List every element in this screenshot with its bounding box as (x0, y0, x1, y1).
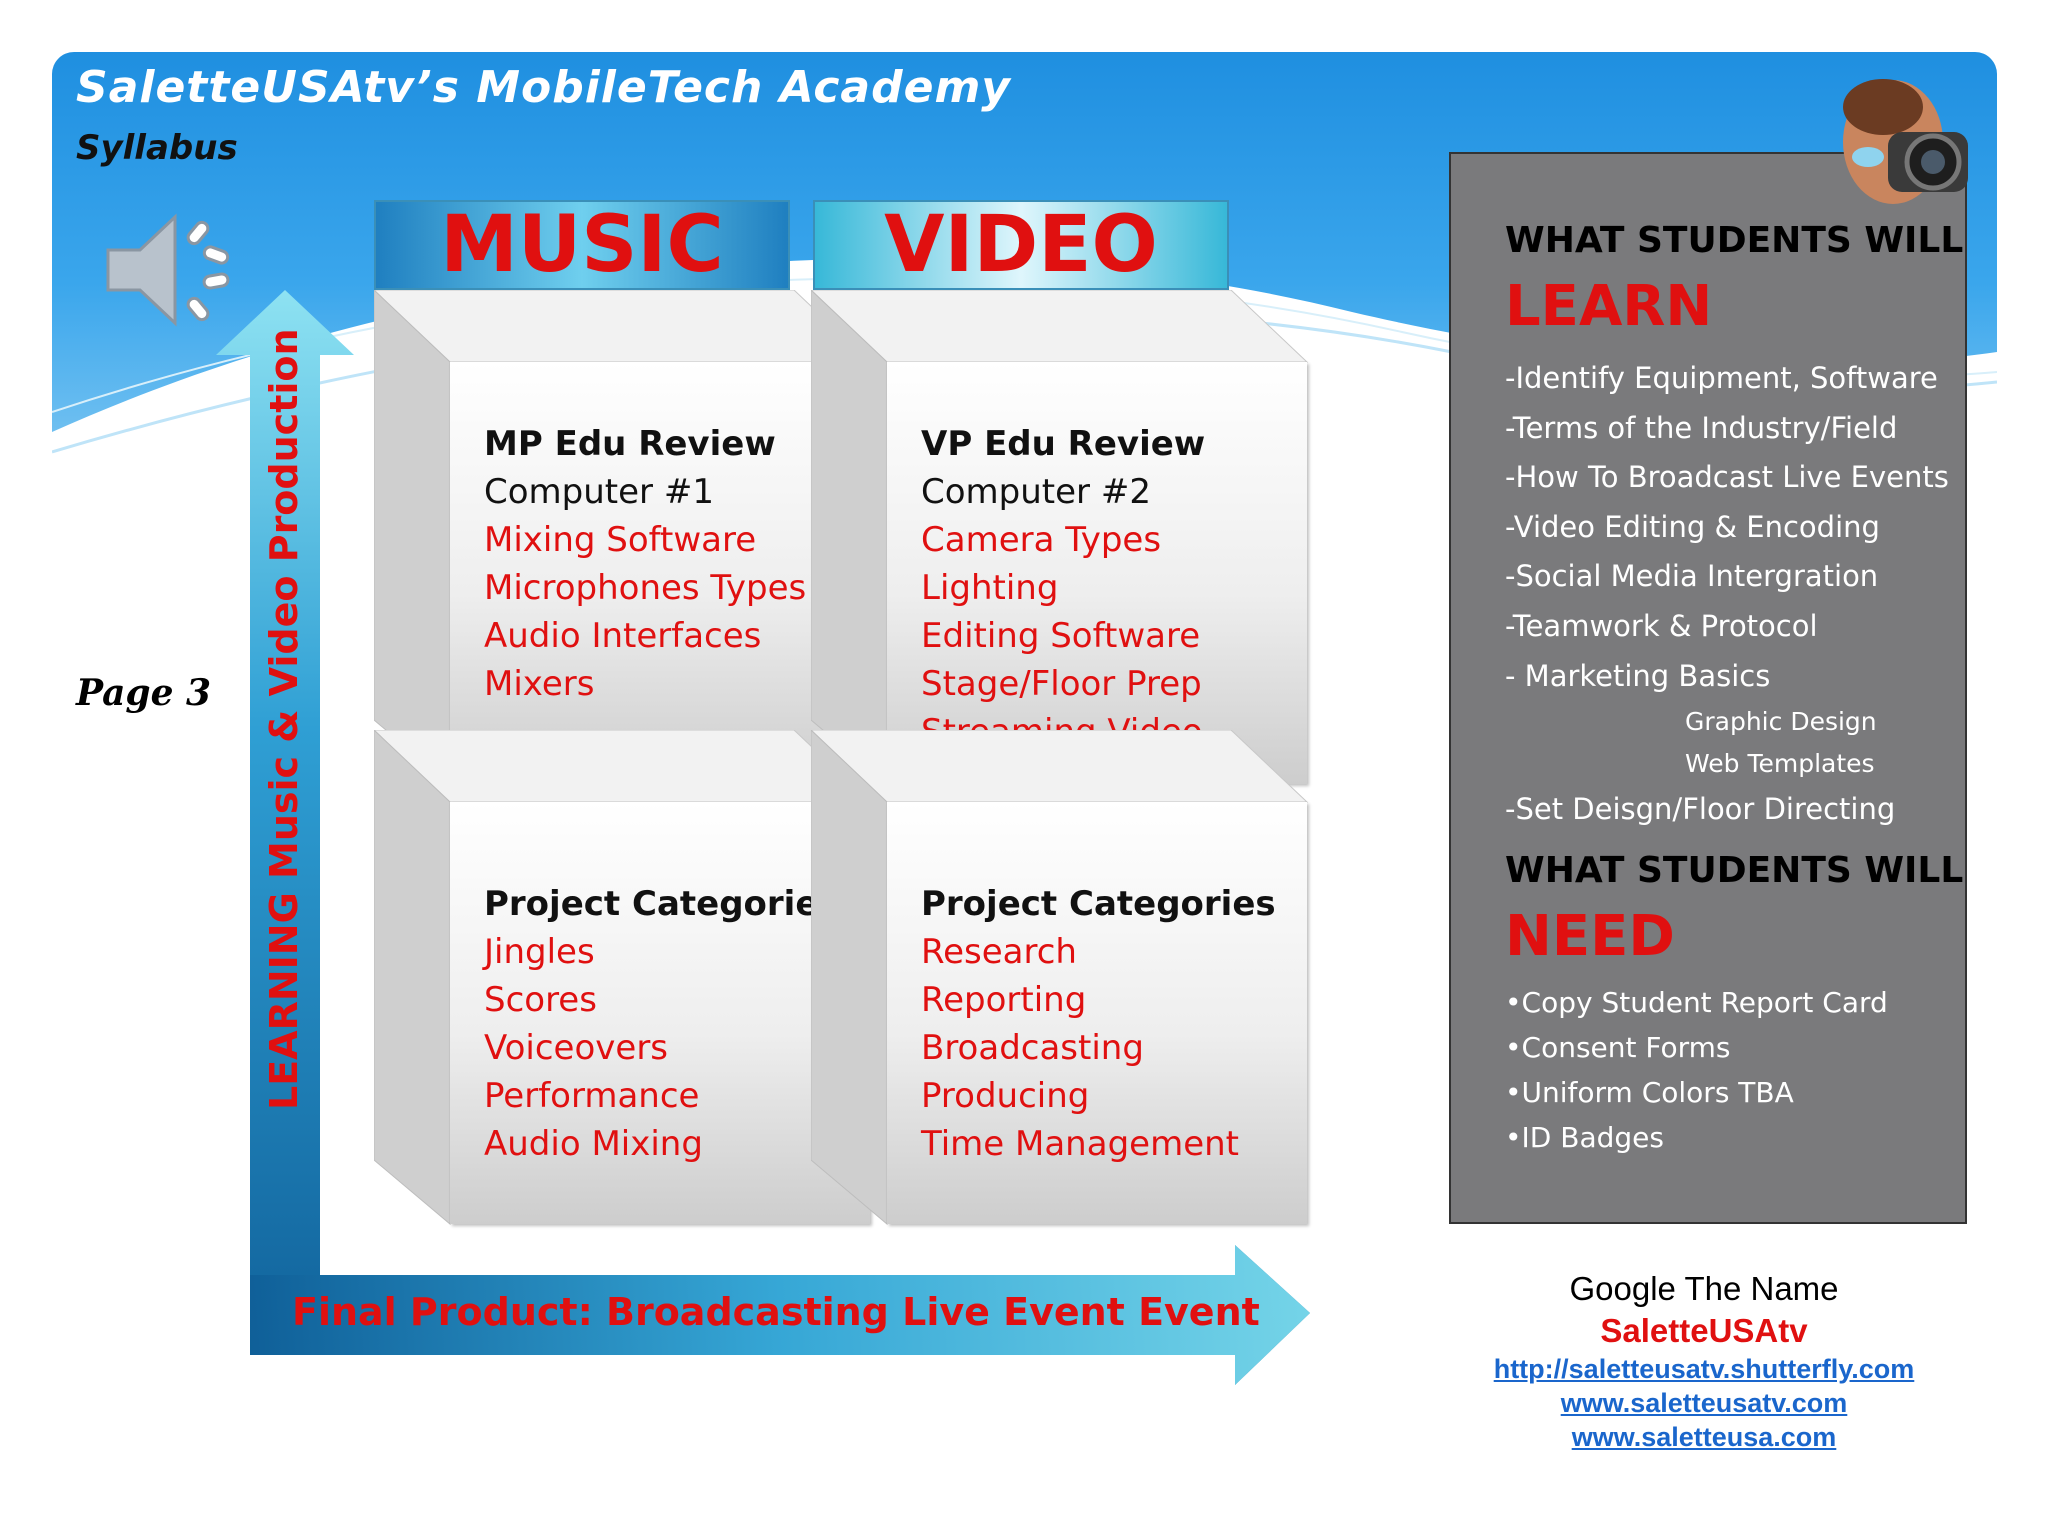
cube-video-projects: Project Categories Research Reporting Br… (811, 730, 1311, 1230)
list-item: Reporting (921, 980, 1087, 1020)
list-item: •ID Badges (1505, 1121, 1664, 1154)
cube-face (887, 362, 1307, 784)
list-item: •Copy Student Report Card (1505, 986, 1888, 1019)
list-item: -Terms of the Industry/Field (1505, 410, 1898, 445)
list-item: -Video Editing & Encoding (1505, 509, 1880, 544)
cube-music-projects: Project Categories Jingles Scores Voiceo… (374, 730, 874, 1230)
cube-heading: Project Categories (484, 884, 839, 924)
camera-operator-image (1838, 62, 1988, 222)
list-item: Time Management (921, 1124, 1239, 1164)
list-item: •Uniform Colors TBA (1505, 1076, 1794, 1109)
speaker-icon[interactable] (100, 205, 250, 339)
list-item: Microphones Types (484, 568, 807, 608)
vertical-axis-label: LEARNING Music & Video Production (262, 328, 306, 1110)
learn-heading: WHAT STUDENTS WILL (1505, 220, 1964, 261)
list-item: -Identify Equipment, Software (1505, 361, 1938, 395)
list-item: Producing (921, 1076, 1090, 1116)
page-number: Page 3 (76, 672, 212, 714)
cube-heading: VP Edu Review (921, 424, 1206, 464)
cube-shading (811, 290, 1309, 786)
list-item: Scores (484, 980, 597, 1020)
cube-shading (811, 730, 1309, 1226)
list-item: Editing Software (921, 616, 1201, 656)
learn-word: LEARN (1505, 274, 1713, 339)
need-word: NEED (1505, 904, 1675, 969)
learn-list: -Identify Equipment, Software -Terms of … (1505, 354, 1949, 835)
shutterfly-link[interactable]: http://saletteusatv.shutterfly.com (1493, 1354, 1915, 1384)
list-item: Performance (484, 1076, 700, 1116)
cube-face (887, 802, 1307, 1224)
cube-text: VP Edu Review Computer #2 Camera Types L… (921, 420, 1205, 756)
cube-subheading: Computer #1 (484, 472, 714, 512)
saletteusatv-link[interactable]: www.saletteusatv.com (1560, 1388, 1848, 1418)
horizontal-axis-arrow (250, 1245, 1310, 1385)
contact-name: SaletteUSAtv (1600, 1312, 1808, 1349)
horizontal-axis-label: Final Product: Broadcasting Live Event E… (292, 1290, 1260, 1334)
list-item: Mixing Software (484, 520, 757, 560)
cube-face (450, 802, 870, 1224)
cube-music-review: MP Edu Review Computer #1 Mixing Softwar… (374, 290, 874, 790)
list-item: Lighting (921, 568, 1059, 608)
list-item: Audio Mixing (484, 1124, 703, 1164)
tab-music[interactable]: MUSIC (374, 200, 790, 290)
list-subitem: Graphic Design (1685, 707, 1877, 737)
app-title: SaletteUSAtv’s MobileTech Academy (76, 62, 1011, 113)
contact-line: Google The Name (1569, 1270, 1839, 1307)
contact-block: Google The Name SaletteUSAtv http://sale… (1404, 1268, 2004, 1454)
cube-shading (374, 730, 872, 1226)
list-item: Research (921, 932, 1077, 972)
students-panel: WHAT STUDENTS WILL LEARN -Identify Equip… (1449, 152, 1967, 1224)
list-item: Broadcasting (921, 1028, 1144, 1068)
list-item: -Teamwork & Protocol (1505, 608, 1818, 643)
list-item: Mixers (484, 664, 595, 704)
list-item: -Social Media Intergration (1505, 559, 1879, 594)
list-item: - Marketing Basics (1505, 658, 1771, 693)
list-item: -How To Broadcast Live Events (1505, 460, 1949, 495)
list-item: Voiceovers (484, 1028, 669, 1068)
saletteusa-link[interactable]: www.saletteusa.com (1571, 1422, 1837, 1452)
cube-face (450, 362, 870, 784)
cube-text: Project Categories Jingles Scores Voiceo… (484, 880, 839, 1168)
cube-heading: MP Edu Review (484, 424, 776, 464)
cube-subheading: Computer #2 (921, 472, 1151, 512)
cube-text: MP Edu Review Computer #1 Mixing Softwar… (484, 420, 806, 708)
cube-video-review: VP Edu Review Computer #2 Camera Types L… (811, 290, 1311, 790)
need-heading: WHAT STUDENTS WILL (1505, 850, 1964, 891)
list-item: Audio Interfaces (484, 616, 762, 656)
list-item: -Set Deisgn/Floor Directing (1505, 792, 1896, 827)
list-item: Stage/Floor Prep (921, 664, 1202, 704)
list-item: Camera Types (921, 520, 1162, 560)
list-subitem: Web Templates (1685, 749, 1875, 779)
cube-heading: Project Categories (921, 884, 1276, 924)
need-list: •Copy Student Report Card •Consent Forms… (1505, 980, 1888, 1160)
list-item: •Consent Forms (1505, 1031, 1731, 1064)
app-subtitle: Syllabus (76, 128, 238, 168)
tab-video[interactable]: VIDEO (813, 200, 1229, 290)
cube-text: Project Categories Research Reporting Br… (921, 880, 1276, 1168)
list-item: Jingles (484, 932, 595, 972)
